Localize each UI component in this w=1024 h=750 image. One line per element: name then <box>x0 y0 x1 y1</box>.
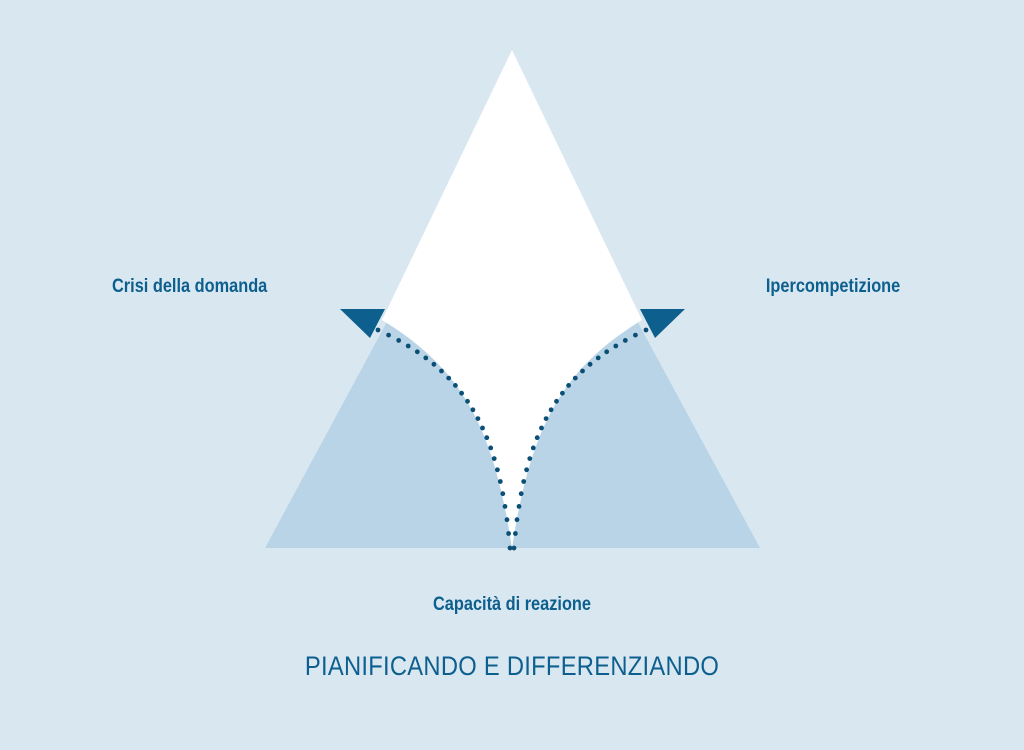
right-curve-dot <box>513 531 518 536</box>
left-curve-dot <box>453 383 458 388</box>
right-curve-dot <box>633 332 638 338</box>
right-curve-dot <box>572 375 578 381</box>
right-curve-dot <box>566 383 571 388</box>
left-curve-dot <box>439 368 444 374</box>
right-curve-dot <box>516 504 522 509</box>
left-arrow-head <box>340 309 385 338</box>
left-curve-dot <box>507 545 513 551</box>
left-curve-dot <box>484 435 490 441</box>
left-curve-dot <box>475 416 481 421</box>
left-curve-dot <box>497 479 503 484</box>
left-curve-dot <box>470 407 476 413</box>
right-curve-dot <box>514 517 520 523</box>
left-curve-dot <box>502 504 508 509</box>
right-curve-dot <box>539 425 544 431</box>
right-curve-dot <box>534 435 540 441</box>
right-curve-dot <box>548 407 554 413</box>
label-capacita-reazione: Capacità di reazione <box>432 594 591 615</box>
left-curve-dot <box>465 398 470 404</box>
left-curve-dot <box>375 327 381 333</box>
right-curve-dot <box>511 545 517 551</box>
left-curve-dot <box>504 517 510 523</box>
right-curve-dot <box>554 398 559 404</box>
left-curve-dot <box>431 361 437 367</box>
left-curve-dot <box>396 338 402 343</box>
upper-triangle <box>382 50 642 548</box>
left-curve-dot <box>423 355 429 361</box>
left-curve-dot <box>495 467 500 473</box>
right-curve-dot <box>543 416 549 421</box>
right-curve-dot <box>580 368 585 374</box>
right-curve-dot <box>595 355 601 361</box>
left-curve-dot <box>506 531 511 536</box>
right-curve-dot <box>530 445 536 451</box>
diagram-caption: PIANIFICANDO E DIFFERENZIANDO <box>304 651 720 681</box>
right-curve-dot <box>622 338 628 343</box>
right-curve-dot <box>560 390 565 396</box>
left-curve-dot <box>386 332 391 338</box>
left-curve-dot <box>500 491 506 497</box>
right-curve-dot <box>521 479 527 484</box>
left-curve-dot <box>446 375 452 381</box>
right-curve-dot <box>527 456 533 461</box>
dotted-curves <box>375 327 649 551</box>
label-ipercompetizione: Ipercompetizione <box>765 276 900 297</box>
left-curve-dot <box>480 425 485 431</box>
left-curve-dot <box>414 349 420 355</box>
right-curve-dot <box>613 343 619 349</box>
left-curve-dot <box>488 445 494 451</box>
right-curve-dot <box>604 349 610 355</box>
right-curve-dot <box>518 491 524 497</box>
right-arrow-head <box>640 309 685 338</box>
left-curve-dot <box>491 456 497 461</box>
left-curve-dot <box>405 343 411 349</box>
right-curve-dot <box>643 327 649 333</box>
right-curve-dot <box>587 361 593 367</box>
left-curve-dot <box>459 390 464 396</box>
right-curve-dot <box>524 467 529 473</box>
label-crisi-domanda: Crisi della domanda <box>112 276 268 297</box>
